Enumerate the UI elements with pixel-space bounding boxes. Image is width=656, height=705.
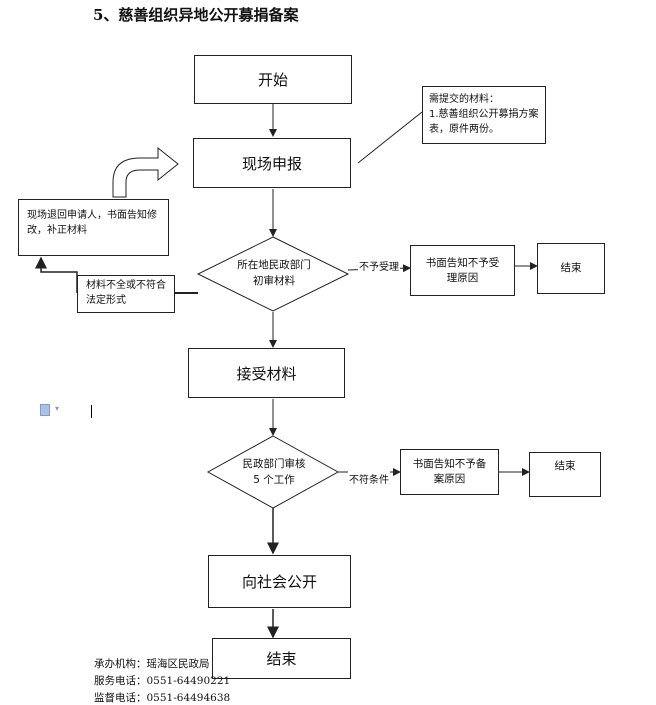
end-node-1: 结束 — [537, 243, 605, 294]
page-title: 5、慈善组织异地公开募捐备案 — [93, 6, 299, 24]
accept-materials-node: 接受材料 — [188, 348, 345, 398]
footer-org: 承办机构：瑶海区民政局 — [94, 658, 210, 670]
return-applicant-box: 现场退回申请人，书面告知修改，补正材料 — [18, 199, 169, 256]
incomplete-materials-box: 材料不全或不符合法定形式 — [77, 275, 175, 313]
audit-diamond — [206, 435, 340, 509]
materials-note: 需提交的材料： 1.慈善组织公开募捐方案表，原件两份。 — [422, 86, 546, 144]
return-curve-arrow — [112, 146, 179, 198]
end-node-3: 结束 — [212, 638, 351, 679]
audit-label: 民政部门审核 5 个工作 — [242, 458, 306, 486]
publish-node: 向社会公开 — [208, 555, 351, 608]
not-qualified-label: 不符条件 — [348, 471, 390, 486]
footer-supervise-phone: 监督电话：0551-64494638 — [94, 692, 231, 704]
note-leader-line — [357, 111, 423, 164]
materials-note-item: 1.慈善组织公开募捐方案表，原件两份。 — [429, 109, 539, 135]
footer-service-phone: 服务电话：0551-64490221 — [94, 675, 231, 687]
reject-reason-box: 书面告知不予受理原因 — [410, 245, 515, 296]
chevron-down-icon[interactable]: ▾ — [55, 404, 60, 413]
report-node: 现场申报 — [193, 138, 351, 188]
end-node-2: 结束 — [529, 452, 601, 497]
start-node: 开始 — [194, 55, 352, 104]
not-filed-reason-box: 书面告知不予备案原因 — [400, 449, 499, 495]
document-icon[interactable] — [40, 404, 50, 416]
materials-note-heading: 需提交的材料： — [429, 94, 499, 105]
initial-review-diamond — [196, 236, 350, 312]
initial-review-label: 所在地民政部门初审材料 — [237, 259, 311, 287]
text-cursor — [91, 405, 92, 418]
incomplete-to-return-line — [35, 256, 78, 293]
not-accepted-label: 不予受理 — [358, 258, 400, 273]
